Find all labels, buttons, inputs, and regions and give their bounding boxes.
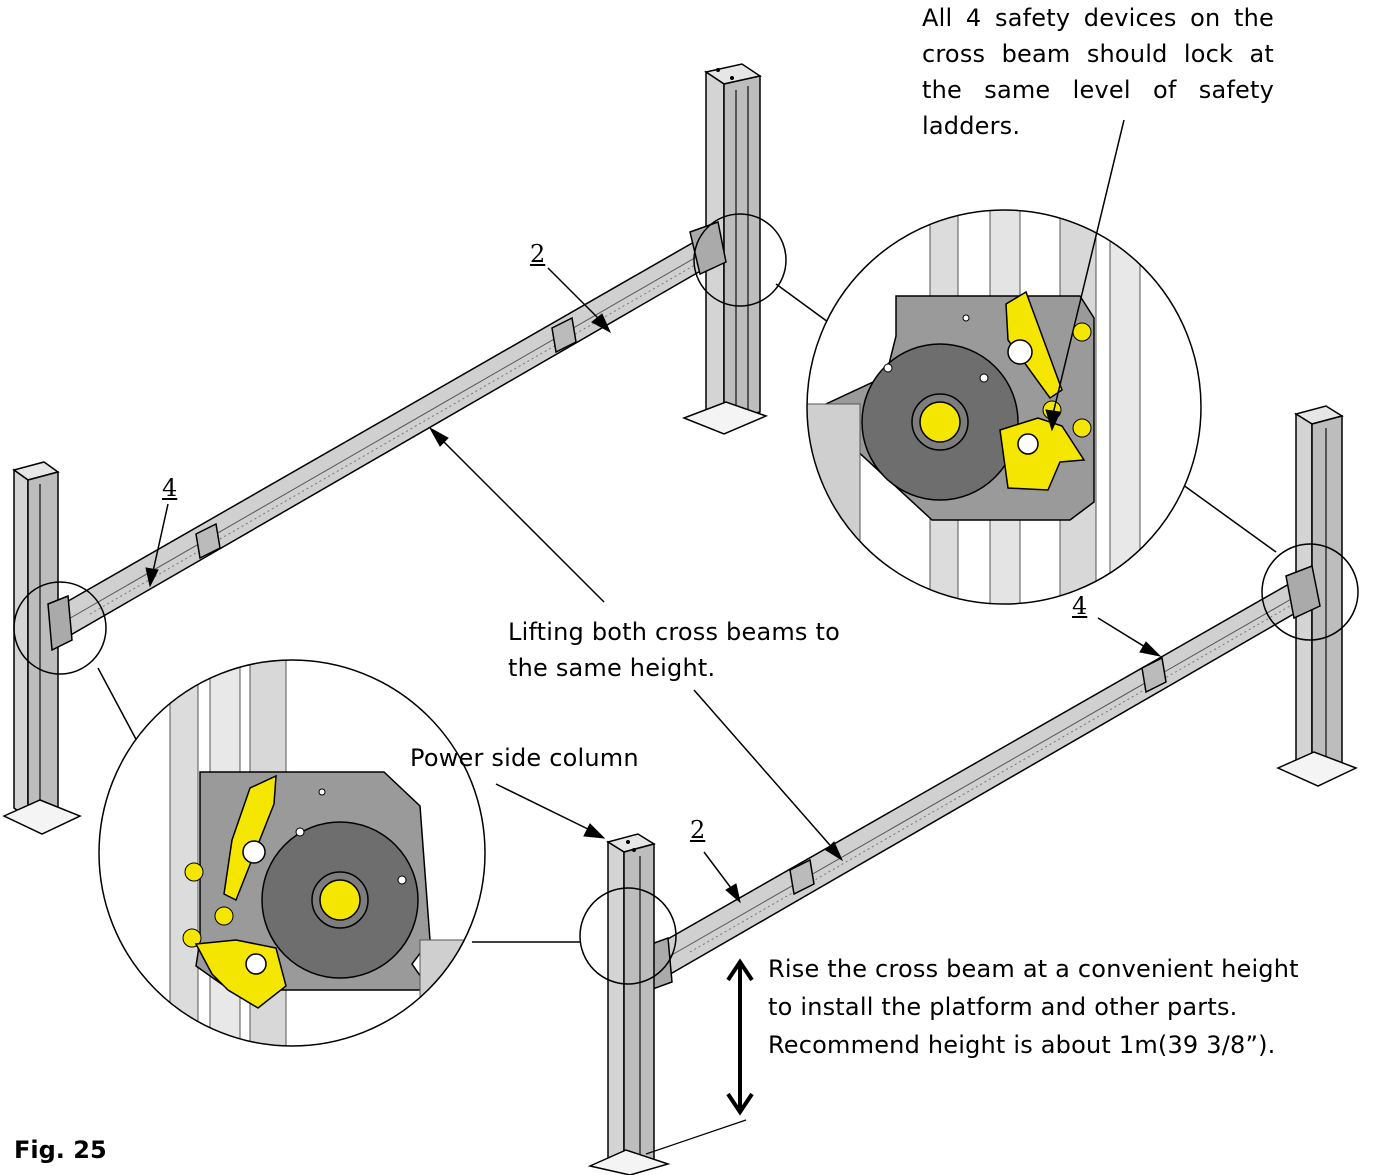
height-dimension-arrow [726, 958, 754, 1116]
rise-cross-beam-note: Rise the cross beam at a convenient heig… [768, 955, 1299, 1059]
safety-devices-note: All 4 safety devices on the cross beam s… [922, 4, 1274, 140]
part-number-front-beam-right: 4 [1072, 592, 1088, 620]
power-side-detail-marker [579, 887, 677, 985]
front-cross-beam [645, 564, 1321, 992]
safety-lock-detail-lower [98, 659, 486, 1047]
part-number-rear-beam-left: 4 [162, 474, 178, 502]
power-side-column [587, 833, 671, 1175]
figure-label: Fig. 25 [14, 1136, 107, 1164]
power-side-column-label: Power side column [410, 744, 639, 772]
rear-left-detail-marker [13, 581, 107, 675]
front-right-detail-marker [1261, 543, 1359, 641]
part-number-rear-beam: 2 [530, 240, 546, 268]
safety-lock-detail-upper [806, 209, 1202, 605]
rear-right-detail-marker [693, 213, 787, 307]
lifting-cross-beams-note: Lifting both cross beams to the same hei… [508, 618, 840, 682]
front-right-column [1276, 405, 1358, 787]
rear-left-column [2, 461, 82, 835]
part-number-front-beam: 2 [690, 816, 706, 844]
rear-right-column [681, 63, 769, 435]
leader-lines [145, 119, 1162, 1155]
